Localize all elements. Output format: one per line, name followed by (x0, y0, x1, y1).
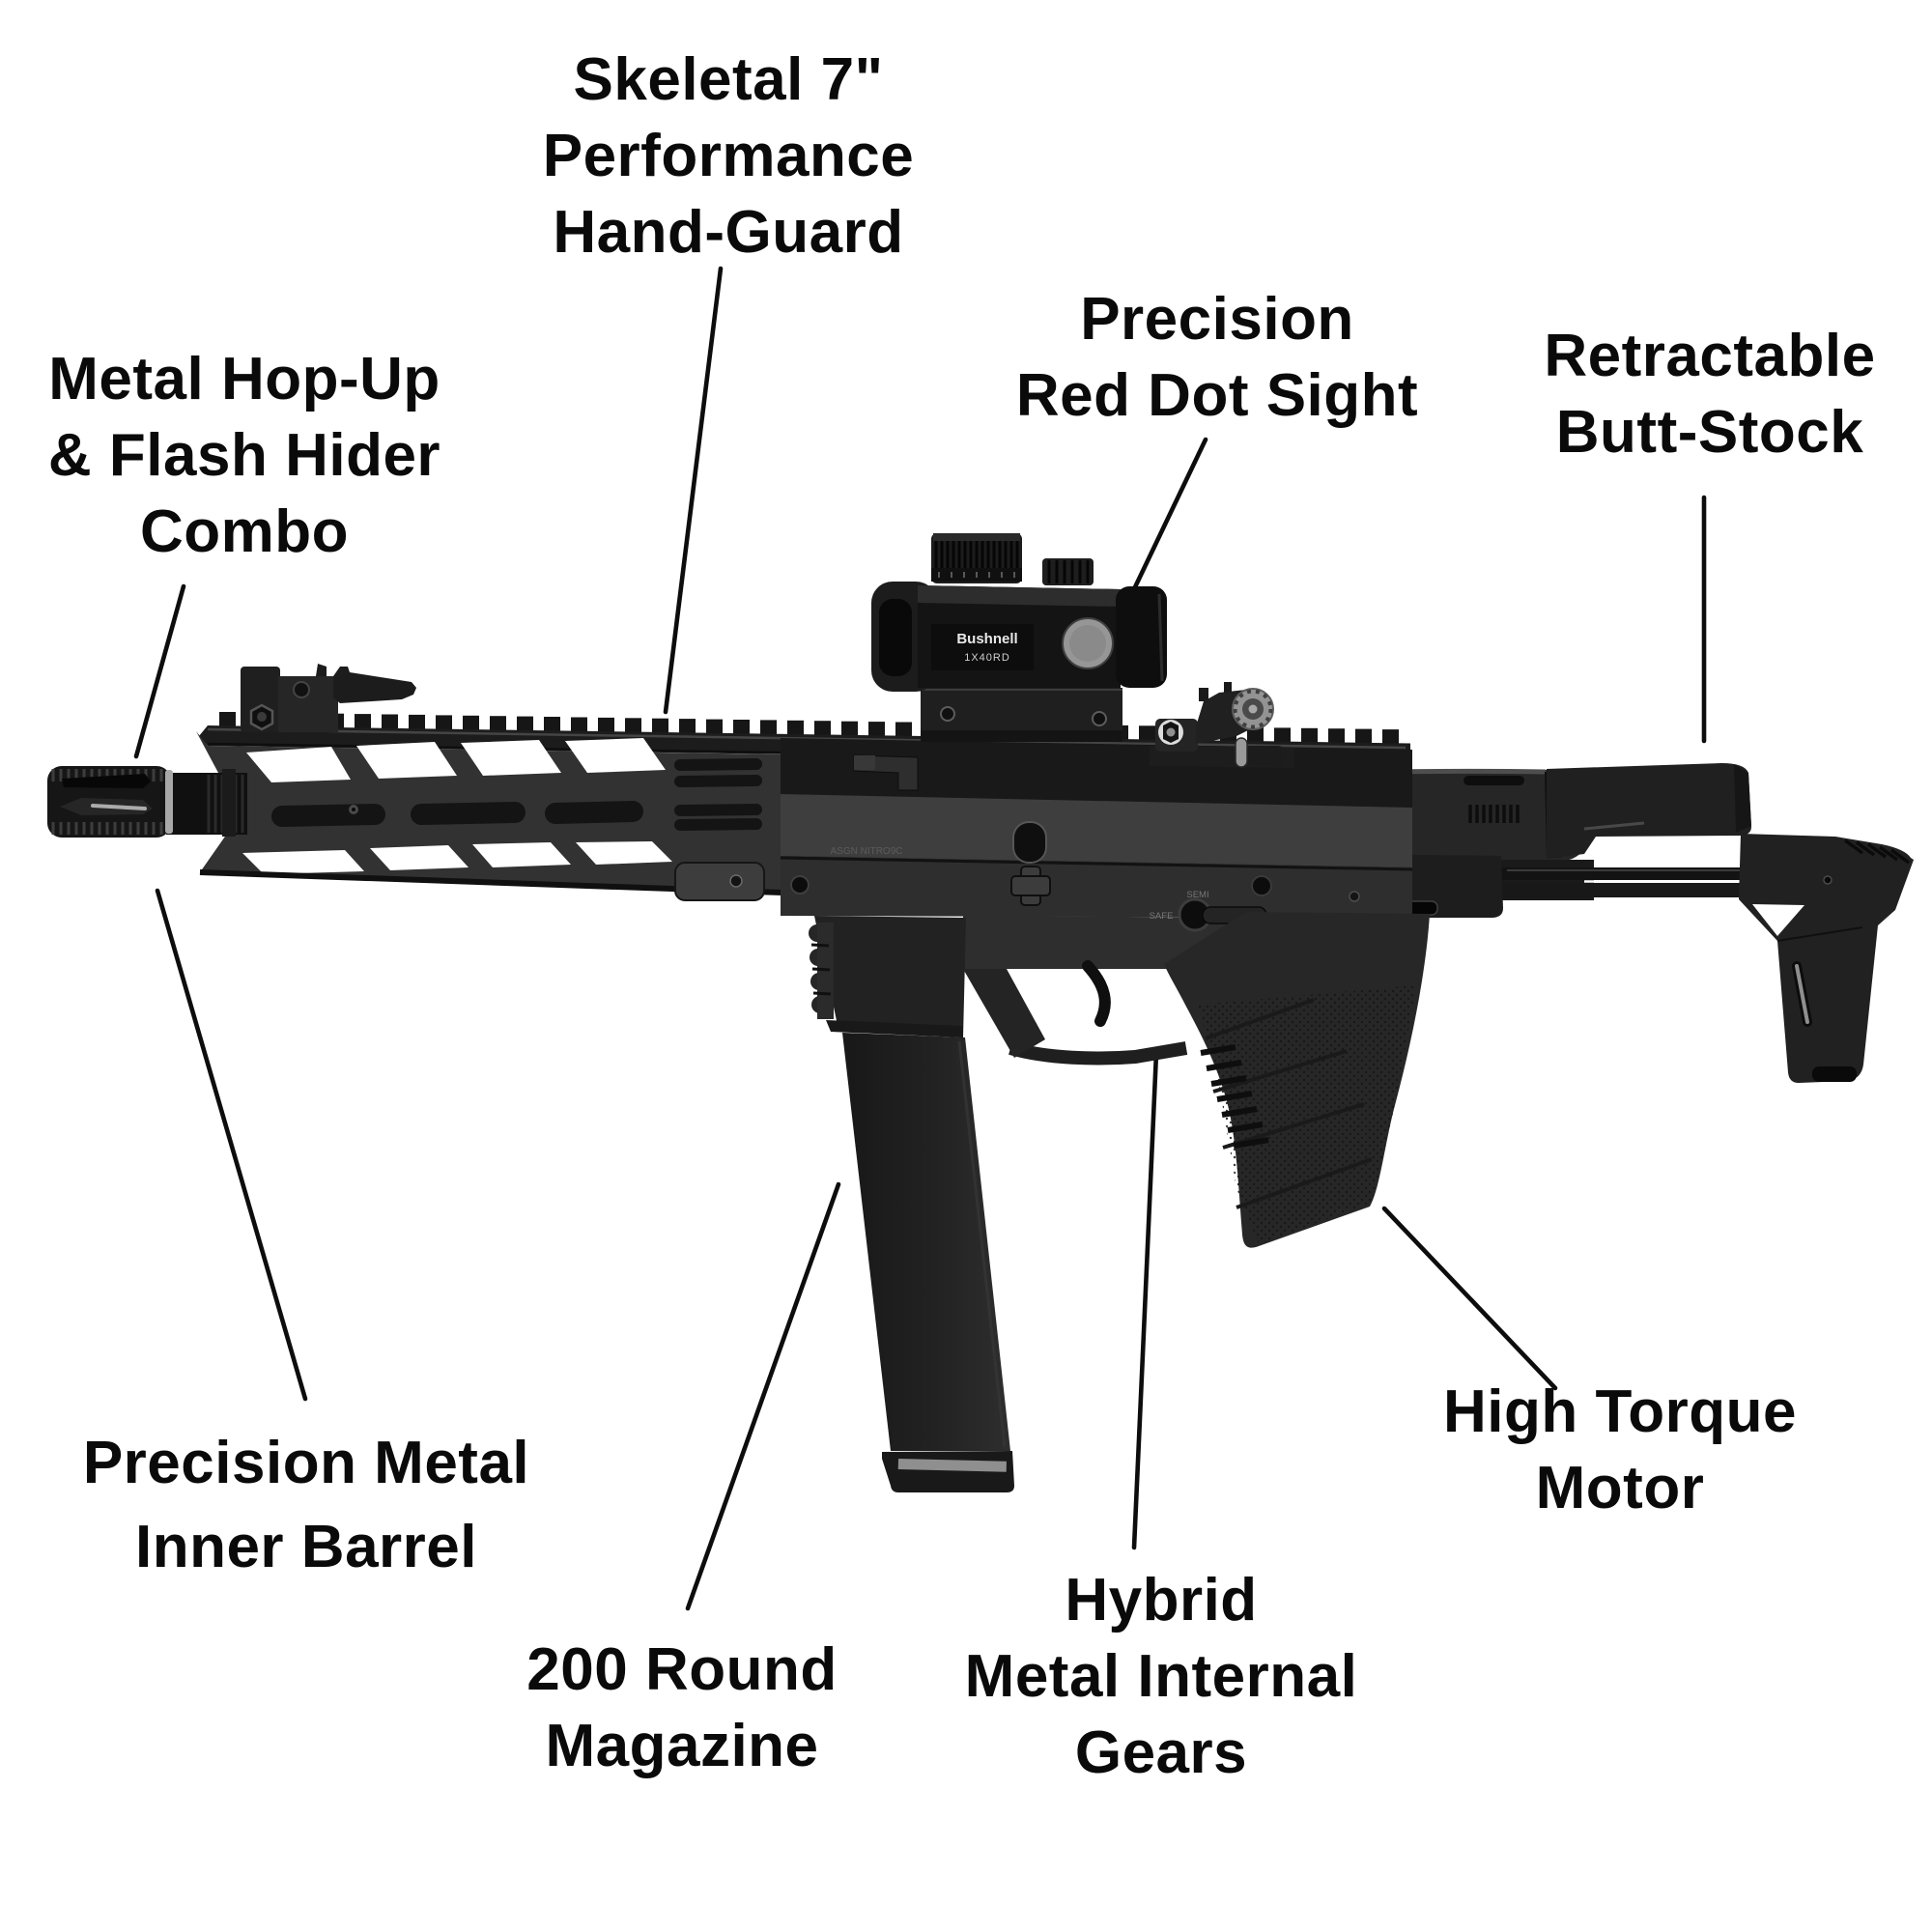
svg-text:1X40RD: 1X40RD (964, 652, 1010, 664)
svg-text:ASGN NITRO9C: ASGN NITRO9C (830, 846, 902, 857)
svg-text:SEMI: SEMI (1186, 890, 1208, 900)
svg-text:Bushnell: Bushnell (956, 631, 1017, 647)
svg-text:SAFE: SAFE (1150, 911, 1174, 922)
